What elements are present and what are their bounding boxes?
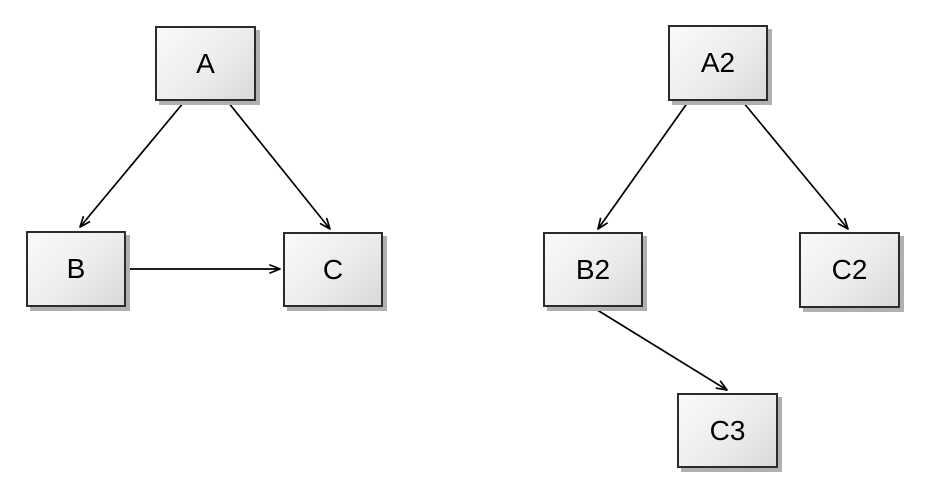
node-label-B2: B2 <box>575 253 611 285</box>
node-B2[interactable]: B2 <box>543 232 643 307</box>
node-B[interactable]: B <box>26 231 126 307</box>
node-label-A2: A2 <box>700 47 736 78</box>
node-label-C: C <box>322 253 344 285</box>
edge-A-B[interactable] <box>79 101 185 228</box>
edge-A2-B2[interactable] <box>597 101 689 230</box>
node-label-B: B <box>66 253 86 284</box>
node-A2[interactable]: A2 <box>668 25 768 101</box>
node-label-C3: C3 <box>709 414 746 446</box>
node-A[interactable]: A <box>155 26 256 101</box>
node-C[interactable]: C <box>283 232 383 307</box>
node-C3[interactable]: C3 <box>677 393 778 468</box>
edge-B2-C3[interactable] <box>593 307 728 391</box>
edge-A2-C2[interactable] <box>742 101 849 230</box>
node-label-C2: C2 <box>831 254 868 285</box>
edges-group <box>79 101 849 391</box>
node-label-A: A <box>196 47 215 79</box>
node-C2[interactable]: C2 <box>799 232 900 308</box>
edge-A-C[interactable] <box>227 101 331 230</box>
